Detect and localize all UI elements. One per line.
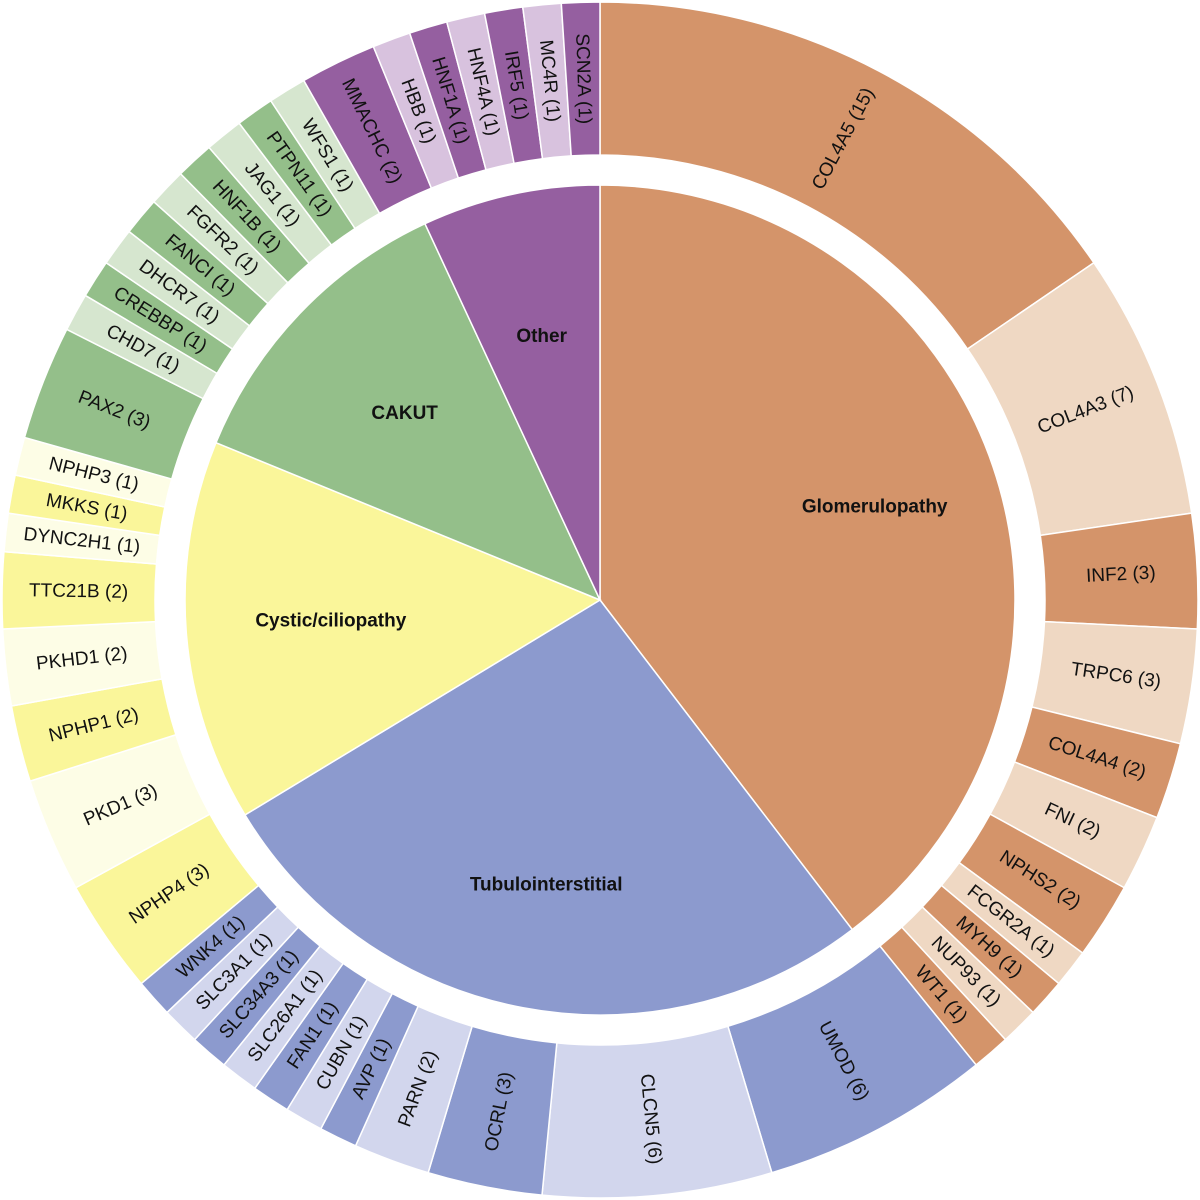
gene-slice-scn2a-1 (560, 1, 601, 157)
gene-label-scn2a-1: SCN2A (1) (571, 33, 595, 124)
category-slice-glomerulopathy (599, 184, 1016, 931)
category-ring (184, 184, 1016, 1016)
gene-label-inf2-3: INF2 (3) (1086, 562, 1157, 586)
gene-label-ttc21b-2: TTC21B (2) (29, 580, 129, 603)
category-label-glomerulopathy: Glomerulopathy (802, 496, 948, 517)
category-label-other: Other (516, 326, 567, 347)
category-slice-cakut (214, 222, 602, 602)
category-label-cakut: CAKUT (371, 403, 438, 424)
category-slice-tubulointerstitial (243, 599, 854, 1016)
category-slice-other (423, 184, 601, 601)
category-label-tubulointerstitial: Tubulointerstitial (470, 874, 623, 895)
category-label-cystic-ciliopathy: Cystic/ciliopathy (255, 610, 406, 631)
category-slice-cystic-ciliopathy (184, 441, 602, 816)
